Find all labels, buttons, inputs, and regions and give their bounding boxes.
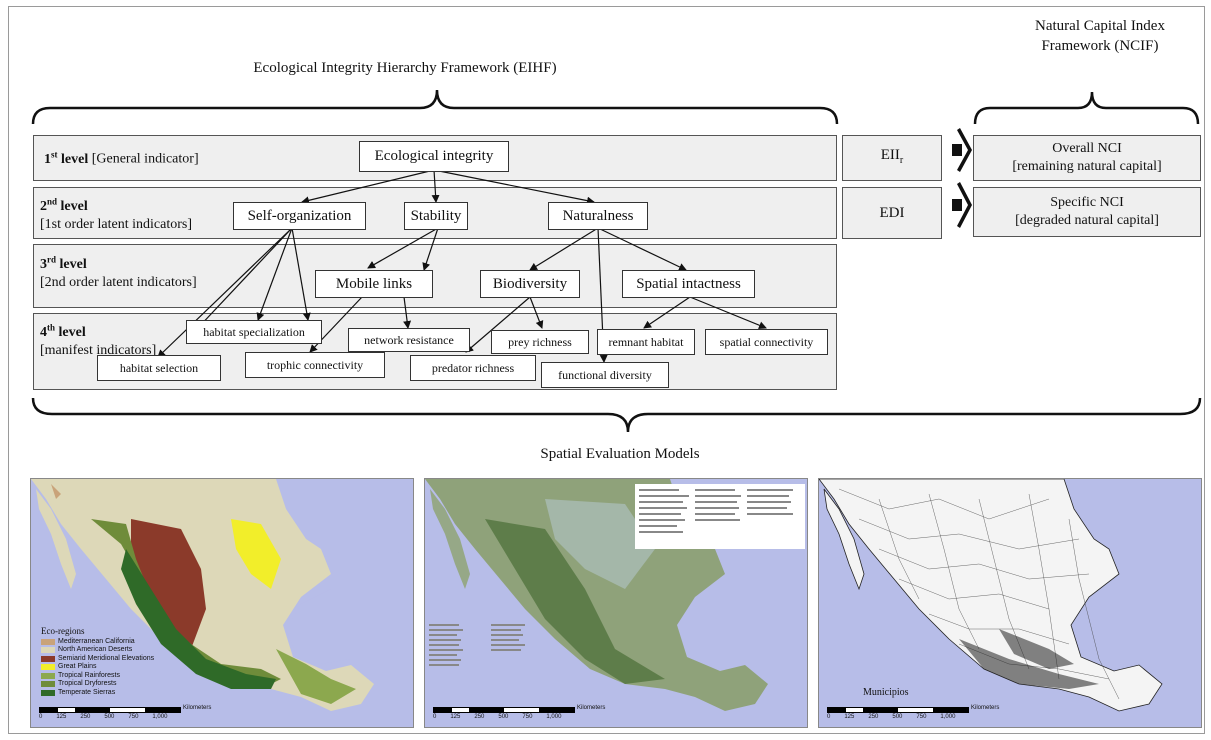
ecoregions-map-image [31,479,413,711]
level-3-label: 3rd level [2nd order latent indicators] [40,254,197,290]
index-edi: EDI [842,187,942,239]
level-1-label: 1st level [General indicator] [44,149,199,167]
legend-item: Tropical Rainforests [41,672,154,681]
node-network-resistance: network resistance [348,328,470,352]
node-mobile-links: Mobile links [315,270,433,298]
eihf-brace [31,89,839,125]
ncif-brace [973,91,1200,125]
node-ecological-integrity: Ecological integrity [359,141,509,172]
legend-swatch [41,655,55,662]
legend-swatch [41,689,55,696]
level-4-label: 4th level [manifest indicators] [40,322,157,358]
legend-item: Mediterranean California [41,638,154,647]
legend-item: Temperate Sierras [41,689,154,698]
municipios-label: Municipios [863,687,909,698]
node-biodiversity: Biodiversity [480,270,580,298]
vegetation-map-image [425,479,805,711]
ncif-title: Natural Capital Index Framework (NCIF) [1035,18,1165,54]
eihf-title: Ecological Integrity Hierarchy Framework… [253,60,557,76]
node-naturalness: Naturalness [548,202,648,230]
spatial-models-title: Spatial Evaluation Models [540,446,700,462]
ncif-specific-box: Specific NCI [degraded natural capital] [973,187,1201,237]
node-self-organization: Self-organization [233,202,366,230]
index-eii: EIIr [842,135,942,181]
node-remnant-habitat: remnant habitat [597,329,695,355]
node-stability: Stability [404,202,468,230]
legend-item: Great Plains [41,663,154,672]
node-prey-richness: prey richness [491,330,589,354]
legend-swatch [41,664,55,671]
node-predator-richness: predator richness [410,355,536,381]
ecoregions-map: Eco-regions Mediterranean California Nor… [30,478,414,728]
ecoregions-legend: Eco-regions Mediterranean California Nor… [41,626,155,698]
node-habitat-specialization: habitat specialization [186,320,322,344]
node-functional-diversity: functional diversity [541,362,669,388]
legend-swatch [41,647,55,654]
legend-item: North American Deserts [41,646,154,655]
legend-swatch [41,672,55,679]
ncif-overall-box: Overall NCI [remaining natural capital] [973,135,1201,181]
node-spatial-intactness: Spatial intactness [622,270,755,298]
node-habitat-selection: habitat selection [97,355,221,381]
figure-frame [8,6,1205,734]
node-spatial-connectivity: spatial connectivity [705,329,828,355]
legend-item: Semiarid Meridional Elevations [41,655,154,664]
legend-item: Tropical Dryforests [41,680,154,689]
legend-swatch [41,638,55,645]
level-2-label: 2nd level [1st order latent indicators] [40,196,193,232]
legend-swatch [41,681,55,688]
bottom-brace [31,397,1202,433]
node-trophic-connectivity: trophic connectivity [245,352,385,378]
municipios-map-image [819,479,1163,712]
